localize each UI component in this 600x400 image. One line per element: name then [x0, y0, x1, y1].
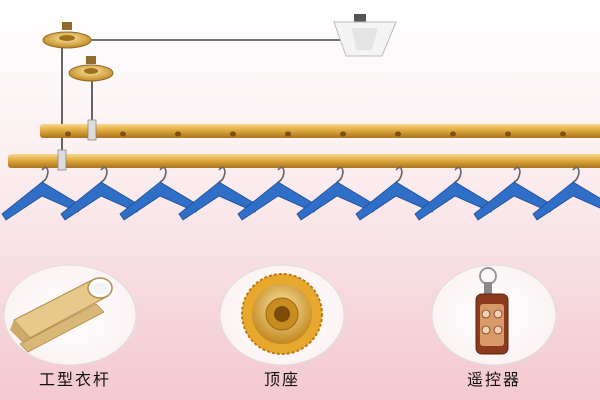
product-remote-control — [431, 264, 557, 366]
rod-hole — [340, 131, 346, 137]
rod-hole — [450, 131, 456, 137]
upper-drying-rod — [40, 119, 600, 141]
rod-hole — [285, 131, 291, 137]
hanger — [532, 166, 600, 221]
label-remote: 遥控器 — [466, 370, 521, 389]
rod-hole — [120, 131, 126, 137]
ceiling-pulley-1 — [42, 22, 92, 49]
rod-hole — [505, 131, 511, 137]
product-ceiling-base — [219, 264, 345, 366]
label-base: 顶座 — [263, 370, 300, 389]
hanger-row — [1, 166, 600, 221]
label-rod: 工型衣杆 — [38, 370, 111, 389]
lower-drying-rod — [8, 149, 600, 171]
ceiling-pulley-2 — [68, 56, 114, 82]
rod-hole — [230, 131, 236, 137]
rod-hole — [560, 131, 566, 137]
rod-hole — [395, 131, 401, 137]
ceiling-motor-box — [333, 14, 397, 57]
rod-hole — [175, 131, 181, 137]
rod-hole — [65, 131, 71, 137]
product-rod-profile — [3, 264, 137, 366]
